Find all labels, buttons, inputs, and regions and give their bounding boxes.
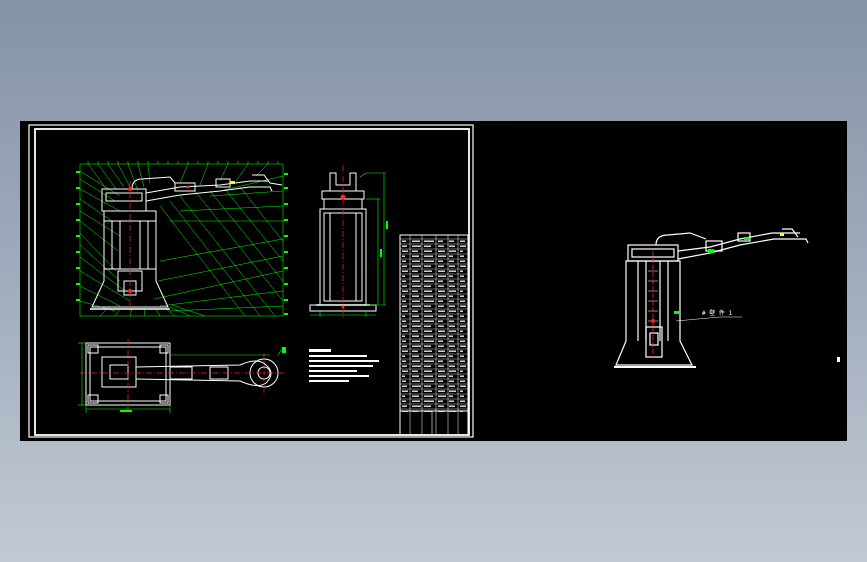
- technical-notes: [309, 349, 379, 382]
- drawing-sheet: [28, 124, 474, 438]
- callout-label: # 壁 件 1: [702, 309, 732, 317]
- side-view: [309, 165, 388, 317]
- front-view: [76, 161, 288, 317]
- plan-view: [78, 339, 286, 413]
- bom-table: [399, 234, 469, 436]
- cad-model-space[interactable]: # 壁 件 1: [20, 121, 847, 441]
- ucs-marker: [837, 357, 840, 362]
- isometric-view: # 壁 件 1: [614, 228, 840, 368]
